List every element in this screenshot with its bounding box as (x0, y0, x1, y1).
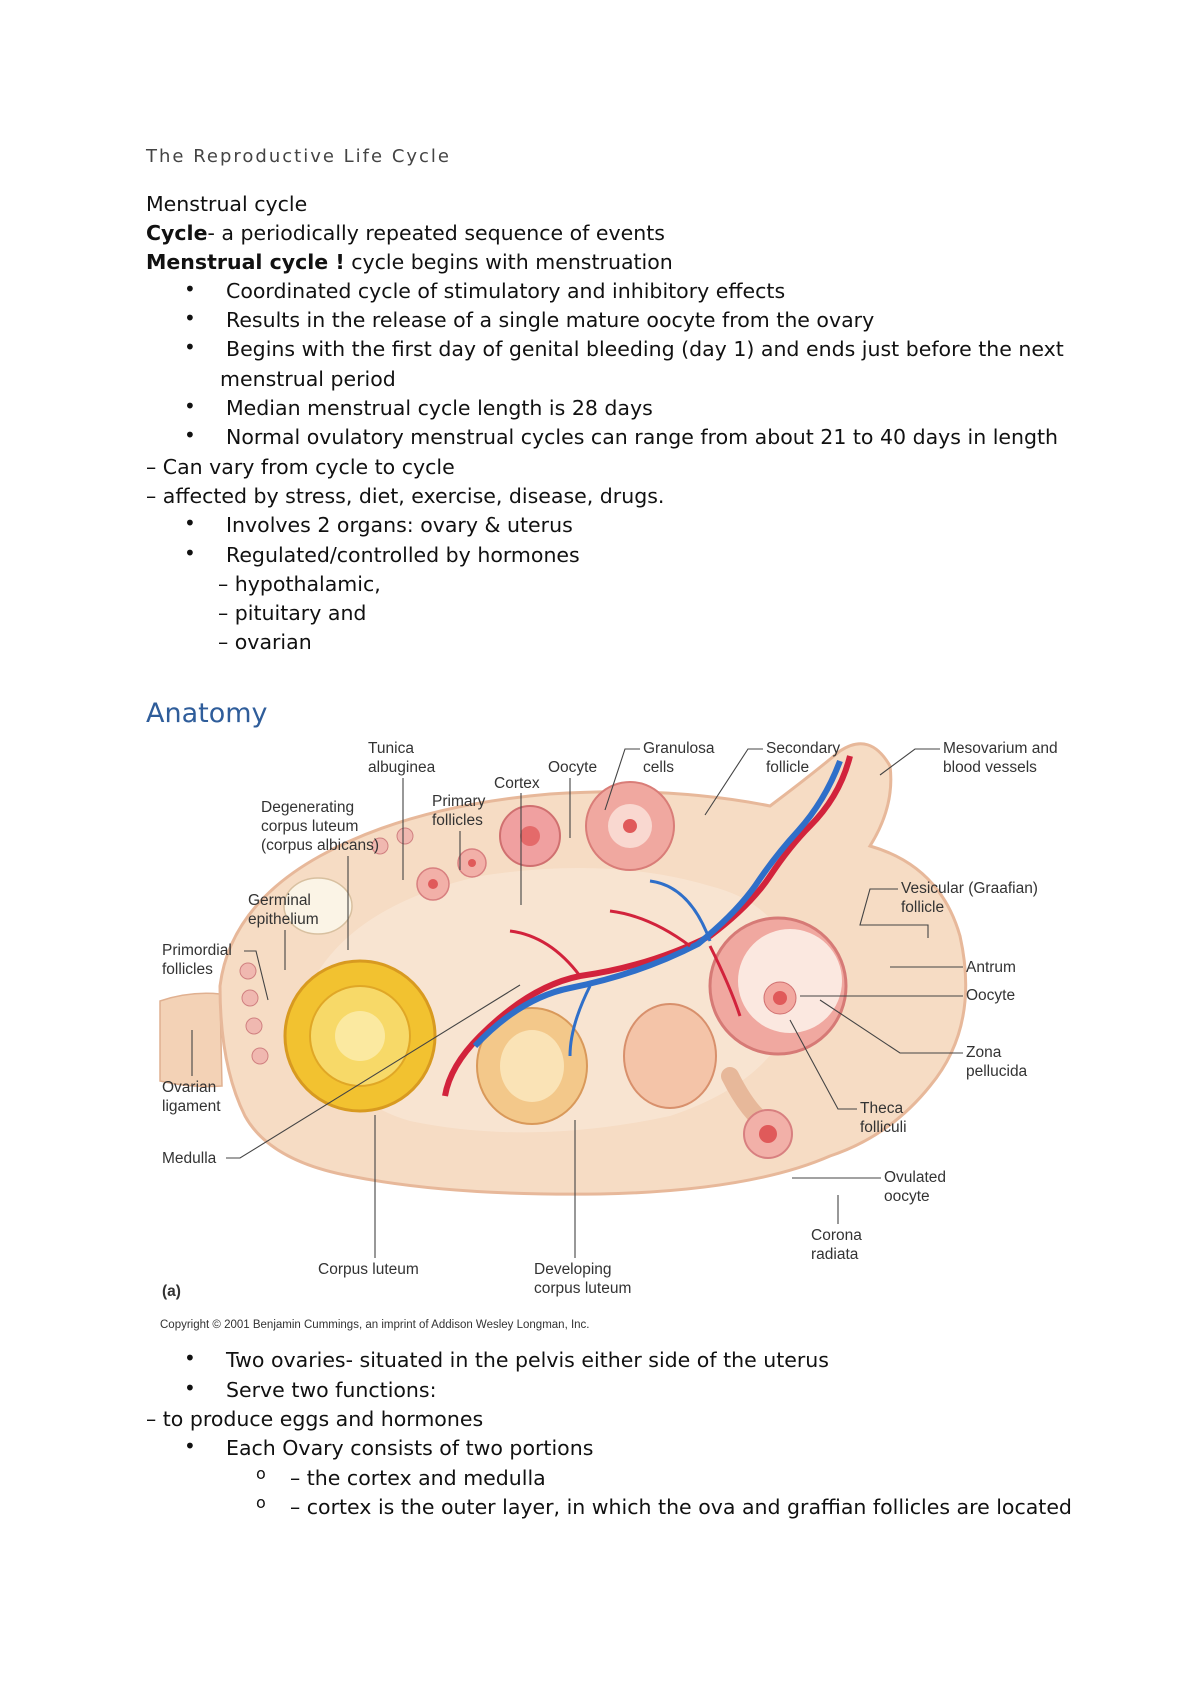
sub-bullet-icon: o (256, 1493, 266, 1512)
list-item: Two ovaries- situated in the pelvis eith… (226, 1348, 829, 1372)
list-item: Regulated/controlled by hormones (226, 543, 580, 567)
primordial-follicle-shape (239, 962, 257, 980)
cycle-def: - a periodically repeated sequence of ev… (207, 221, 665, 245)
list-item: Each Ovary consists of two portions (226, 1436, 594, 1460)
bullet-icon: • (184, 335, 196, 359)
hormone-item: – pituitary and (218, 601, 367, 625)
dash-line: – to produce eggs and hormones (146, 1407, 484, 1431)
ovary-anatomy-diagram (159, 742, 968, 1196)
hormone-item: – hypothalamic, (218, 572, 381, 596)
sub-list-item: – cortex is the outer layer, in which th… (290, 1495, 1072, 1519)
sub-list-item: – the cortex and medulla (290, 1466, 546, 1490)
list-item: Coordinated cycle of stimulatory and inh… (226, 279, 786, 303)
bullet-icon: • (184, 306, 196, 330)
list-item: Involves 2 organs: ovary & uterus (226, 513, 573, 537)
list-item: Results in the release of a single matur… (226, 308, 875, 332)
bullet-icon: • (184, 1376, 196, 1400)
mc-term: Menstrual cycle ! (146, 250, 345, 274)
sub-bullet-icon: o (256, 1464, 266, 1483)
bullet-icon: • (184, 423, 196, 447)
bullet-icon: • (184, 394, 196, 418)
bullet-icon: • (184, 1346, 196, 1370)
menstrual-cycle-heading: Menstrual cycle (146, 192, 308, 216)
document-title: The Reproductive Life Cycle (146, 146, 452, 167)
bullet-icon: • (184, 1434, 196, 1458)
list-item-continuation: menstrual period (220, 367, 396, 391)
bullet-icon: • (184, 511, 196, 535)
hormone-item: – ovarian (218, 630, 312, 654)
cycle-definition: Cycle- a periodically repeated sequence … (146, 219, 665, 248)
bullet-icon: • (184, 541, 196, 565)
anatomy-heading: Anatomy (146, 698, 268, 729)
corpus-albicans-shape (283, 877, 353, 935)
list-item: Serve two functions: (226, 1378, 437, 1402)
vein-shape (472, 759, 843, 1049)
cycle-term: Cycle (146, 221, 208, 245)
dash-line: – Can vary from cycle to cycle (146, 455, 455, 479)
ovarian-ligament-shape (159, 992, 223, 1088)
antrum-shape (738, 929, 842, 1033)
list-item: Median menstrual cycle length is 28 days (226, 396, 653, 420)
list-item: Normal ovulatory menstrual cycles can ra… (226, 425, 1059, 449)
list-item: Begins with the first day of genital ble… (226, 337, 1064, 361)
mc-def: cycle begins with menstruation (344, 250, 673, 274)
bullet-icon: • (184, 277, 196, 301)
dash-line: – affected by stress, diet, exercise, di… (146, 484, 665, 508)
menstrual-cycle-definition: Menstrual cycle ! cycle begins with mens… (146, 248, 673, 277)
